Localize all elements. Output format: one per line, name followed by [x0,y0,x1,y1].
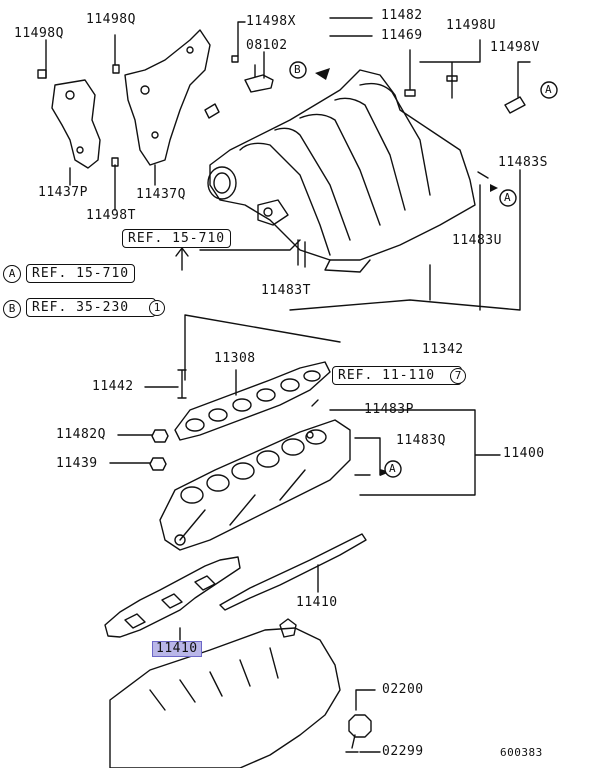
part-label-11498x[interactable]: 11498X [246,14,296,29]
part-label-11439[interactable]: 11439 [56,456,98,471]
part-label-02299[interactable]: 02299 [382,744,424,759]
marker-a-circle-top [540,81,558,99]
ref-b-box[interactable]: REF. 35-230 [26,298,157,317]
part-label-11483u[interactable]: 11483U [452,233,502,248]
gasket-11410-right-icon [219,533,367,611]
part-label-11437q[interactable]: 11437Q [136,187,186,202]
marker-a-label: A [389,462,397,475]
part-label-11410-highlighted[interactable]: 11410 [152,641,202,657]
marker-a-circle-low [384,460,402,478]
part-label-11410[interactable]: 11410 [296,595,338,610]
part-label-11442[interactable]: 11442 [92,379,134,394]
marker-b-label: B [294,63,302,76]
bracket-11437q-icon [124,29,211,166]
part-label-11400[interactable]: 11400 [503,446,545,461]
lower-intake-manifold-icon [159,419,351,551]
part-label-11498t[interactable]: 11498T [86,208,136,223]
part-label-11469[interactable]: 11469 [381,28,423,43]
part-label-11437p[interactable]: 11437P [38,185,88,200]
ref-b-text: REF. 35-230 [32,300,130,315]
part-label-11483s[interactable]: 11483S [498,155,548,170]
part-label-11498v[interactable]: 11498V [490,40,540,55]
part-label-11498q[interactable]: 11498Q [14,26,64,41]
ref-11-110-text: REF. 11-110 [338,368,436,383]
ref-a-marker: A [3,265,21,283]
part-label-11482[interactable]: 11482 [381,8,423,23]
marker-a-circle-mid [499,189,517,207]
ref-11-110-number: 7 [450,368,466,384]
part-label-08102[interactable]: 08102 [246,38,288,53]
ref-a-box[interactable]: REF. 15-710 [26,264,136,283]
part-label-11483q[interactable]: 11483Q [396,433,446,448]
ref-b-number: 1 [149,300,165,316]
part-label-11483t[interactable]: 11483T [261,283,311,298]
ref-b-marker: B [3,300,21,318]
part-label-11308[interactable]: 11308 [214,351,256,366]
part-label-11498q[interactable]: 11498Q [86,12,136,27]
marker-a-label: A [504,191,512,204]
marker-b-circle [289,61,307,79]
gasket-11410-left-icon [104,556,241,638]
part-label-11482q[interactable]: 11482Q [56,427,106,442]
ref-15-710-box[interactable]: REF. 15-710 [122,229,232,248]
part-label-02200[interactable]: 02200 [382,682,424,697]
part-label-11498u[interactable]: 11498U [446,18,496,33]
engine-block-icon [109,627,341,768]
part-label-11342[interactable]: 11342 [422,342,464,357]
ref-11-110-box[interactable]: REF. 11-110 [332,366,463,385]
gasket-11308-icon [174,361,331,441]
marker-a-label: A [545,83,553,96]
diagram-id: 600383 [500,746,543,759]
part-label-11483p[interactable]: 11483P [364,402,414,417]
bracket-11437p-icon [51,79,101,169]
